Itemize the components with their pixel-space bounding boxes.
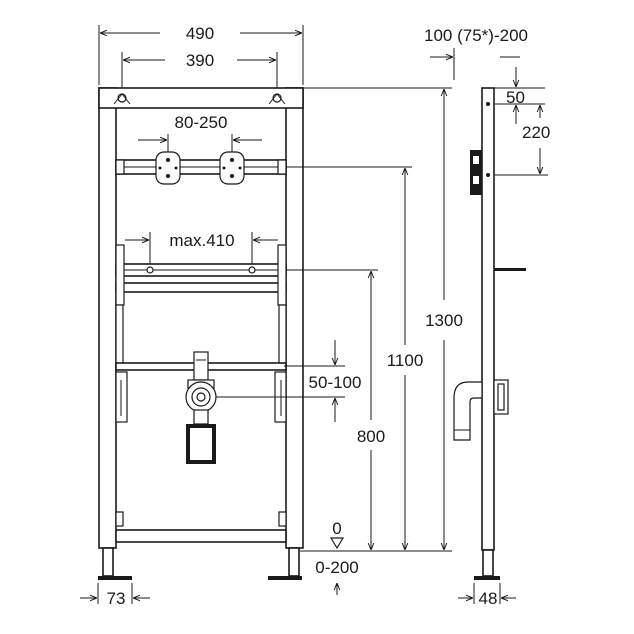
foot-height-label: 0-200 bbox=[315, 558, 358, 577]
left-post bbox=[98, 87, 117, 549]
floor-zero-label: 0 bbox=[332, 519, 341, 538]
top-rail bbox=[98, 87, 304, 109]
side-view bbox=[453, 87, 526, 580]
feed-bracket bbox=[115, 151, 287, 185]
support-rail bbox=[115, 244, 287, 306]
right-post bbox=[285, 87, 304, 549]
dimension-lines bbox=[80, 25, 452, 604]
total-height-label: 1300 bbox=[425, 311, 463, 330]
left-foot bbox=[98, 547, 132, 580]
outlet-adjust-label: 50-100 bbox=[309, 373, 362, 392]
waste-outlet bbox=[185, 351, 217, 464]
side-post bbox=[481, 87, 495, 551]
foot-width-label: 73 bbox=[107, 589, 126, 608]
outlet-height-label: 800 bbox=[357, 427, 385, 446]
feed-offset-label: 220 bbox=[522, 123, 550, 142]
support-spacing-label: max.410 bbox=[169, 231, 234, 250]
side-dimensions bbox=[430, 48, 548, 604]
bottom-rail bbox=[115, 529, 287, 543]
top-offset-label: 50 bbox=[506, 88, 525, 107]
profile-depth-label: 48 bbox=[479, 589, 498, 608]
feed-height-label: 1100 bbox=[387, 351, 424, 370]
overall-width-label: 490 bbox=[186, 24, 214, 43]
feed-spacing-label: 80-250 bbox=[175, 113, 228, 132]
depth-range-label: 100 (75*)-200 bbox=[424, 26, 528, 45]
inner-width-label: 390 bbox=[186, 51, 214, 70]
front-view bbox=[98, 87, 452, 580]
right-foot bbox=[268, 547, 302, 580]
